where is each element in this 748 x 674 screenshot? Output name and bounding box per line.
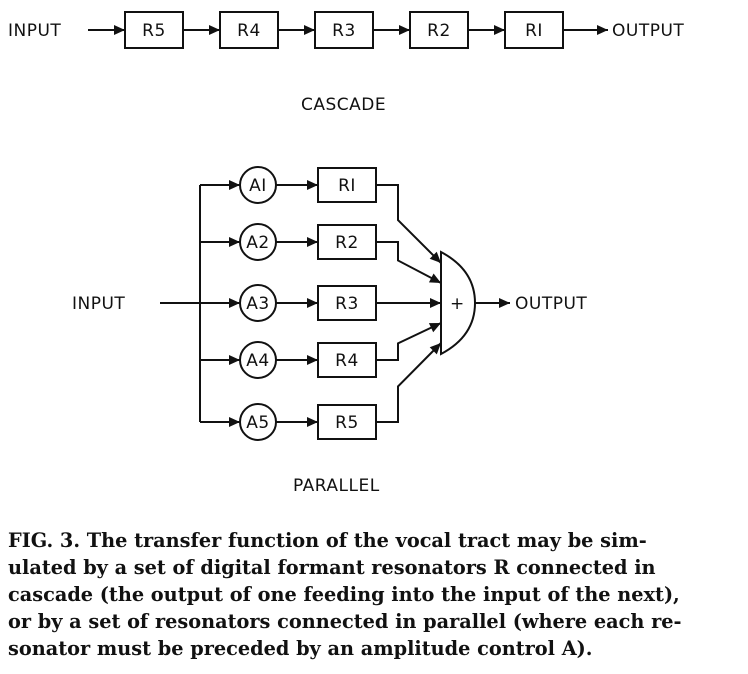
res-to-junction-line [376,184,442,264]
res-to-junction-arrow [428,323,441,333]
res-to-junction-arrow [430,298,441,308]
caption-line: ulated by a set of digital formant reson… [8,556,656,579]
parallel-branch-2: A2 R2 [239,223,377,261]
resonator-box [124,11,184,49]
cascade-link-arrow [209,25,220,35]
cascade-resonator-3: R2 [409,11,469,49]
resonator-box [317,404,377,440]
cascade-resonator-4: RI [504,11,564,49]
resonator-box [314,11,374,49]
cascade-input-label: INPUT [8,21,61,41]
res-to-junction-line [376,342,442,423]
resonator-label: R3 [335,294,359,314]
parallel-branch-1: AI RI [239,166,377,204]
cascade-output-label: OUTPUT [612,21,684,41]
amplitude-control-label: A2 [246,233,269,253]
cascade-resonator-1: R4 [219,11,279,49]
resonator-label: R4 [335,351,359,371]
parallel-output-arrow [499,298,510,308]
cascade-title: CASCADE [301,95,386,115]
resonator-label: R5 [335,413,359,433]
cascade-diagram: INPUT OUTPUT CASCADE R5 R4 R3 R2 RI [8,11,684,115]
cascade-input-arrow [114,25,125,35]
res-to-junction-line [376,241,442,284]
amplitude-control-label: A5 [246,413,269,433]
resonator-box [317,285,377,321]
caption-line: cascade (the output of one feeding into … [8,583,680,606]
cascade-resonator-2: R3 [314,11,374,49]
cascade-resonator-0: R5 [124,11,184,49]
amplitude-control-circle [239,223,277,261]
resonator-label: R5 [142,21,166,41]
resonator-label: R2 [427,21,451,41]
caption-line: or by a set of resonators connected in p… [8,610,682,633]
resonator-label: R2 [335,233,359,253]
cascade-connections [88,25,608,35]
parallel-output-label: OUTPUT [515,294,587,314]
amplitude-control-circle [239,341,277,379]
res-to-junction-arrow [428,273,441,283]
amplitude-control-circle [239,284,277,322]
resonator-box [317,342,377,378]
parallel-title: PARALLEL [293,476,380,496]
parallel-branch-4: A4 R4 [239,341,377,379]
res-to-junction-line [376,322,442,361]
caption-line: sonator must be preceded by an amplitude… [8,637,593,660]
parallel-connections [160,180,510,427]
amp-to-res-arrow [307,180,318,190]
res-to-junction-arrow [429,251,441,263]
resonator-label: RI [525,21,543,41]
cascade-link-arrow [399,25,410,35]
parallel-branch-3: A3 R3 [239,284,377,322]
cascade-link-arrow [494,25,505,35]
amplitude-control-label: AI [249,176,267,196]
cascade-resonators: R5 R4 R3 R2 RI [124,11,564,49]
amp-to-res-arrow [307,237,318,247]
amplitude-control-circle [239,166,277,204]
parallel-input-label: INPUT [72,294,125,314]
bus-to-amp-arrow [229,417,240,427]
resonator-label: R3 [332,21,356,41]
resonator-box [219,11,279,49]
bus-to-amp-arrow [229,237,240,247]
bus-to-amp-arrow [229,355,240,365]
res-to-junction-arrow [429,343,441,355]
caption-line: FIG. 3. The transfer function of the voc… [8,529,647,552]
resonator-box [504,11,564,49]
cascade-link-arrow [304,25,315,35]
resonator-box [317,224,377,260]
resonator-box [317,167,377,203]
amp-to-res-arrow [307,298,318,308]
cascade-link-arrow [597,25,608,35]
amp-to-res-arrow [307,417,318,427]
resonator-box [409,11,469,49]
resonator-label: R4 [237,21,261,41]
bus-to-amp-arrow [229,180,240,190]
summing-plus-symbol: + [450,294,465,314]
amplitude-control-label: A4 [246,351,269,371]
figure-caption: FIG. 3. The transfer function of the voc… [8,527,744,662]
summing-junction [440,250,477,356]
parallel-branch-5: A5 R5 [239,403,377,441]
resonator-label: RI [338,176,356,196]
amplitude-control-label: A3 [246,294,269,314]
amplitude-control-circle [239,403,277,441]
amp-to-res-arrow [307,355,318,365]
bus-to-amp-arrow [229,298,240,308]
